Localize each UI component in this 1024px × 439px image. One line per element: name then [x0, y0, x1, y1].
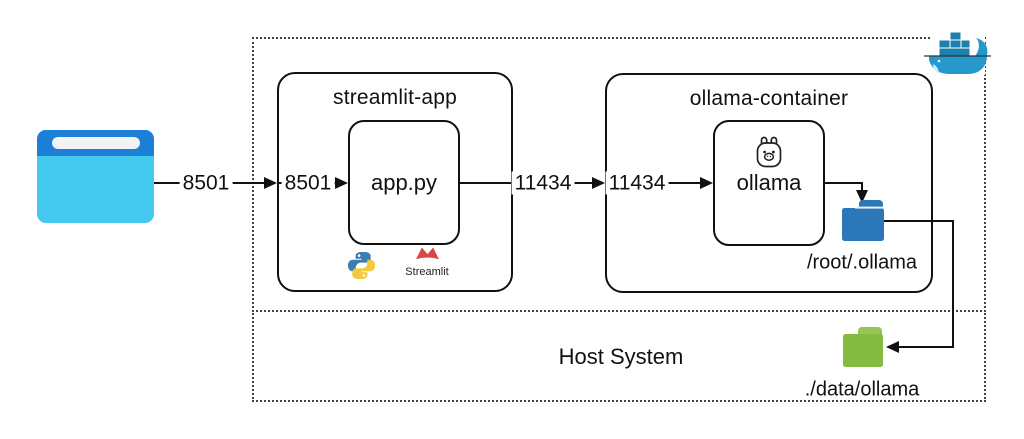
port-label-browser-8501: 8501: [179, 171, 233, 195]
streamlit-caption: Streamlit: [405, 265, 449, 278]
port-label-app-11434: 11434: [511, 171, 575, 195]
app-py-box: app.py: [348, 120, 460, 245]
arrowhead-into-ollama-box: [700, 177, 713, 189]
streamlit-icon: Streamlit: [400, 246, 454, 278]
docker-whale-icon: [924, 30, 991, 75]
edge-volume-bind-horizontal-bottom: [899, 346, 954, 348]
streamlit-crown-glyph: [415, 247, 439, 260]
arrowhead-into-ollama-container: [592, 177, 605, 189]
ollama-box: ollama: [713, 120, 825, 246]
port-label-streamlit-8501: 8501: [281, 171, 335, 195]
host-system-zone: [252, 310, 986, 402]
streamlit-app-title: streamlit-app: [333, 86, 457, 109]
data-ollama-volume-label: ./data/ollama: [804, 378, 920, 401]
arrowhead-into-root-ollama-folder: [856, 190, 868, 203]
blue-folder-icon: [842, 200, 884, 241]
ollama-container-title: ollama-container: [689, 87, 849, 110]
arrowhead-into-streamlit-container: [264, 177, 277, 189]
python-logo-glyph: [347, 251, 375, 280]
ollama-label: ollama: [736, 170, 802, 195]
edge-ollama-to-volume-horizontal: [825, 182, 863, 184]
port-label-ollama-11434: 11434: [605, 171, 669, 195]
arrowhead-into-data-ollama-folder: [886, 341, 899, 353]
root-ollama-volume-label: /root/.ollama: [806, 251, 918, 274]
python-icon: [344, 249, 378, 282]
edge-volume-bind-horizontal-top: [884, 220, 954, 222]
llama-icon: [756, 136, 782, 168]
browser-window-icon: [37, 130, 154, 223]
arrowhead-into-app-py: [335, 177, 348, 189]
edge-volume-bind-vertical: [952, 220, 954, 348]
edge-ollama-to-volume-vertical: [861, 182, 863, 192]
green-folder-icon: [843, 327, 883, 367]
host-system-title: Host System: [558, 344, 684, 369]
app-py-label: app.py: [370, 169, 438, 195]
